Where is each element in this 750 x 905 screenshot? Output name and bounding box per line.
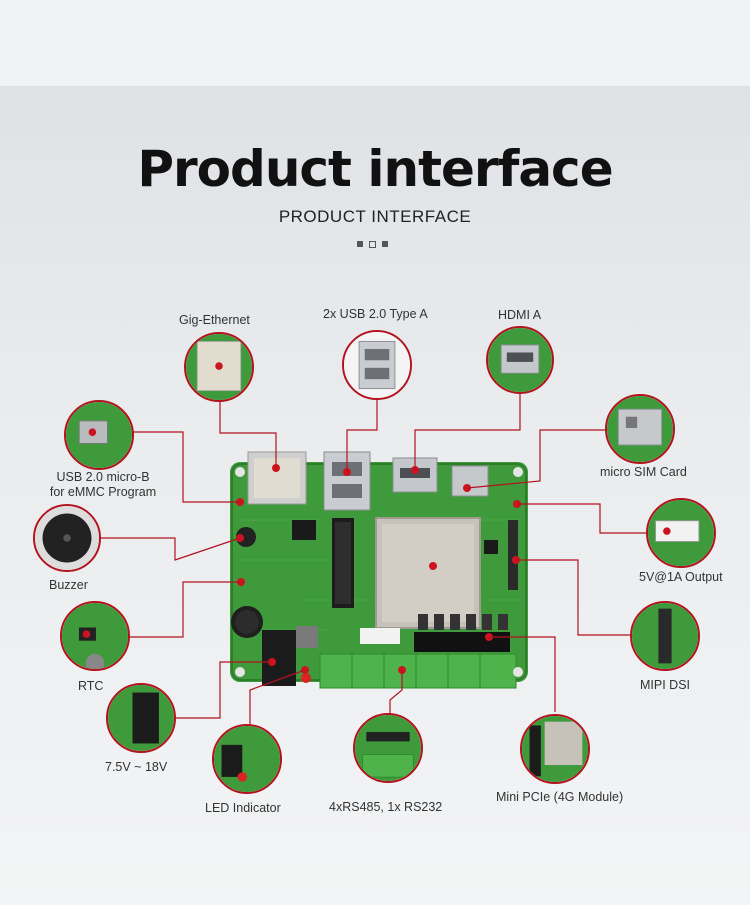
output-5v-photo <box>646 498 716 568</box>
decorative-dots <box>357 241 388 248</box>
label-hdmi: HDMI A <box>498 308 542 322</box>
micro-sim-photo <box>605 394 675 464</box>
mipi-dsi-photo <box>630 601 700 671</box>
hdmi-port-photo <box>486 326 554 394</box>
label-usb-micro-b: USB 2.0 micro-B for eMMC Program <box>38 470 168 500</box>
label-usb-micro-b-line1: USB 2.0 micro-B <box>56 470 150 484</box>
rtc-photo <box>60 601 130 671</box>
mini-pcie-photo <box>520 714 590 784</box>
page-subtitle: PRODUCT INTERFACE <box>278 207 472 226</box>
led-indicator-photo <box>212 724 282 794</box>
label-mipi-dsi: MIPI DSI <box>640 678 691 692</box>
label-usb-micro-b-line2: for eMMC Program <box>49 485 157 499</box>
usb-micro-b-photo <box>64 400 134 470</box>
page-title: Product interface <box>137 140 613 198</box>
label-usb-type-a: 2x USB 2.0 Type A <box>323 307 428 321</box>
power-jack-photo <box>106 683 176 753</box>
label-power-input: 7.5V ~ 18V <box>105 760 168 774</box>
label-micro-sim: micro SIM Card <box>600 465 687 479</box>
label-serial-ports: 4xRS485, 1x RS232 <box>329 800 443 814</box>
serial-terminal-photo <box>353 713 423 783</box>
label-output-5v: 5V@1A Output <box>639 570 723 584</box>
ethernet-port-photo <box>184 332 254 402</box>
label-buzzer: Buzzer <box>49 578 88 592</box>
buzzer-photo <box>33 504 101 572</box>
label-rtc: RTC <box>78 679 104 693</box>
label-gig-ethernet: Gig-Ethernet <box>179 313 250 327</box>
label-mini-pcie: Mini PCIe (4G Module) <box>496 790 624 804</box>
label-led-indicator: LED Indicator <box>205 801 281 815</box>
usb-type-a-photo <box>342 330 412 400</box>
